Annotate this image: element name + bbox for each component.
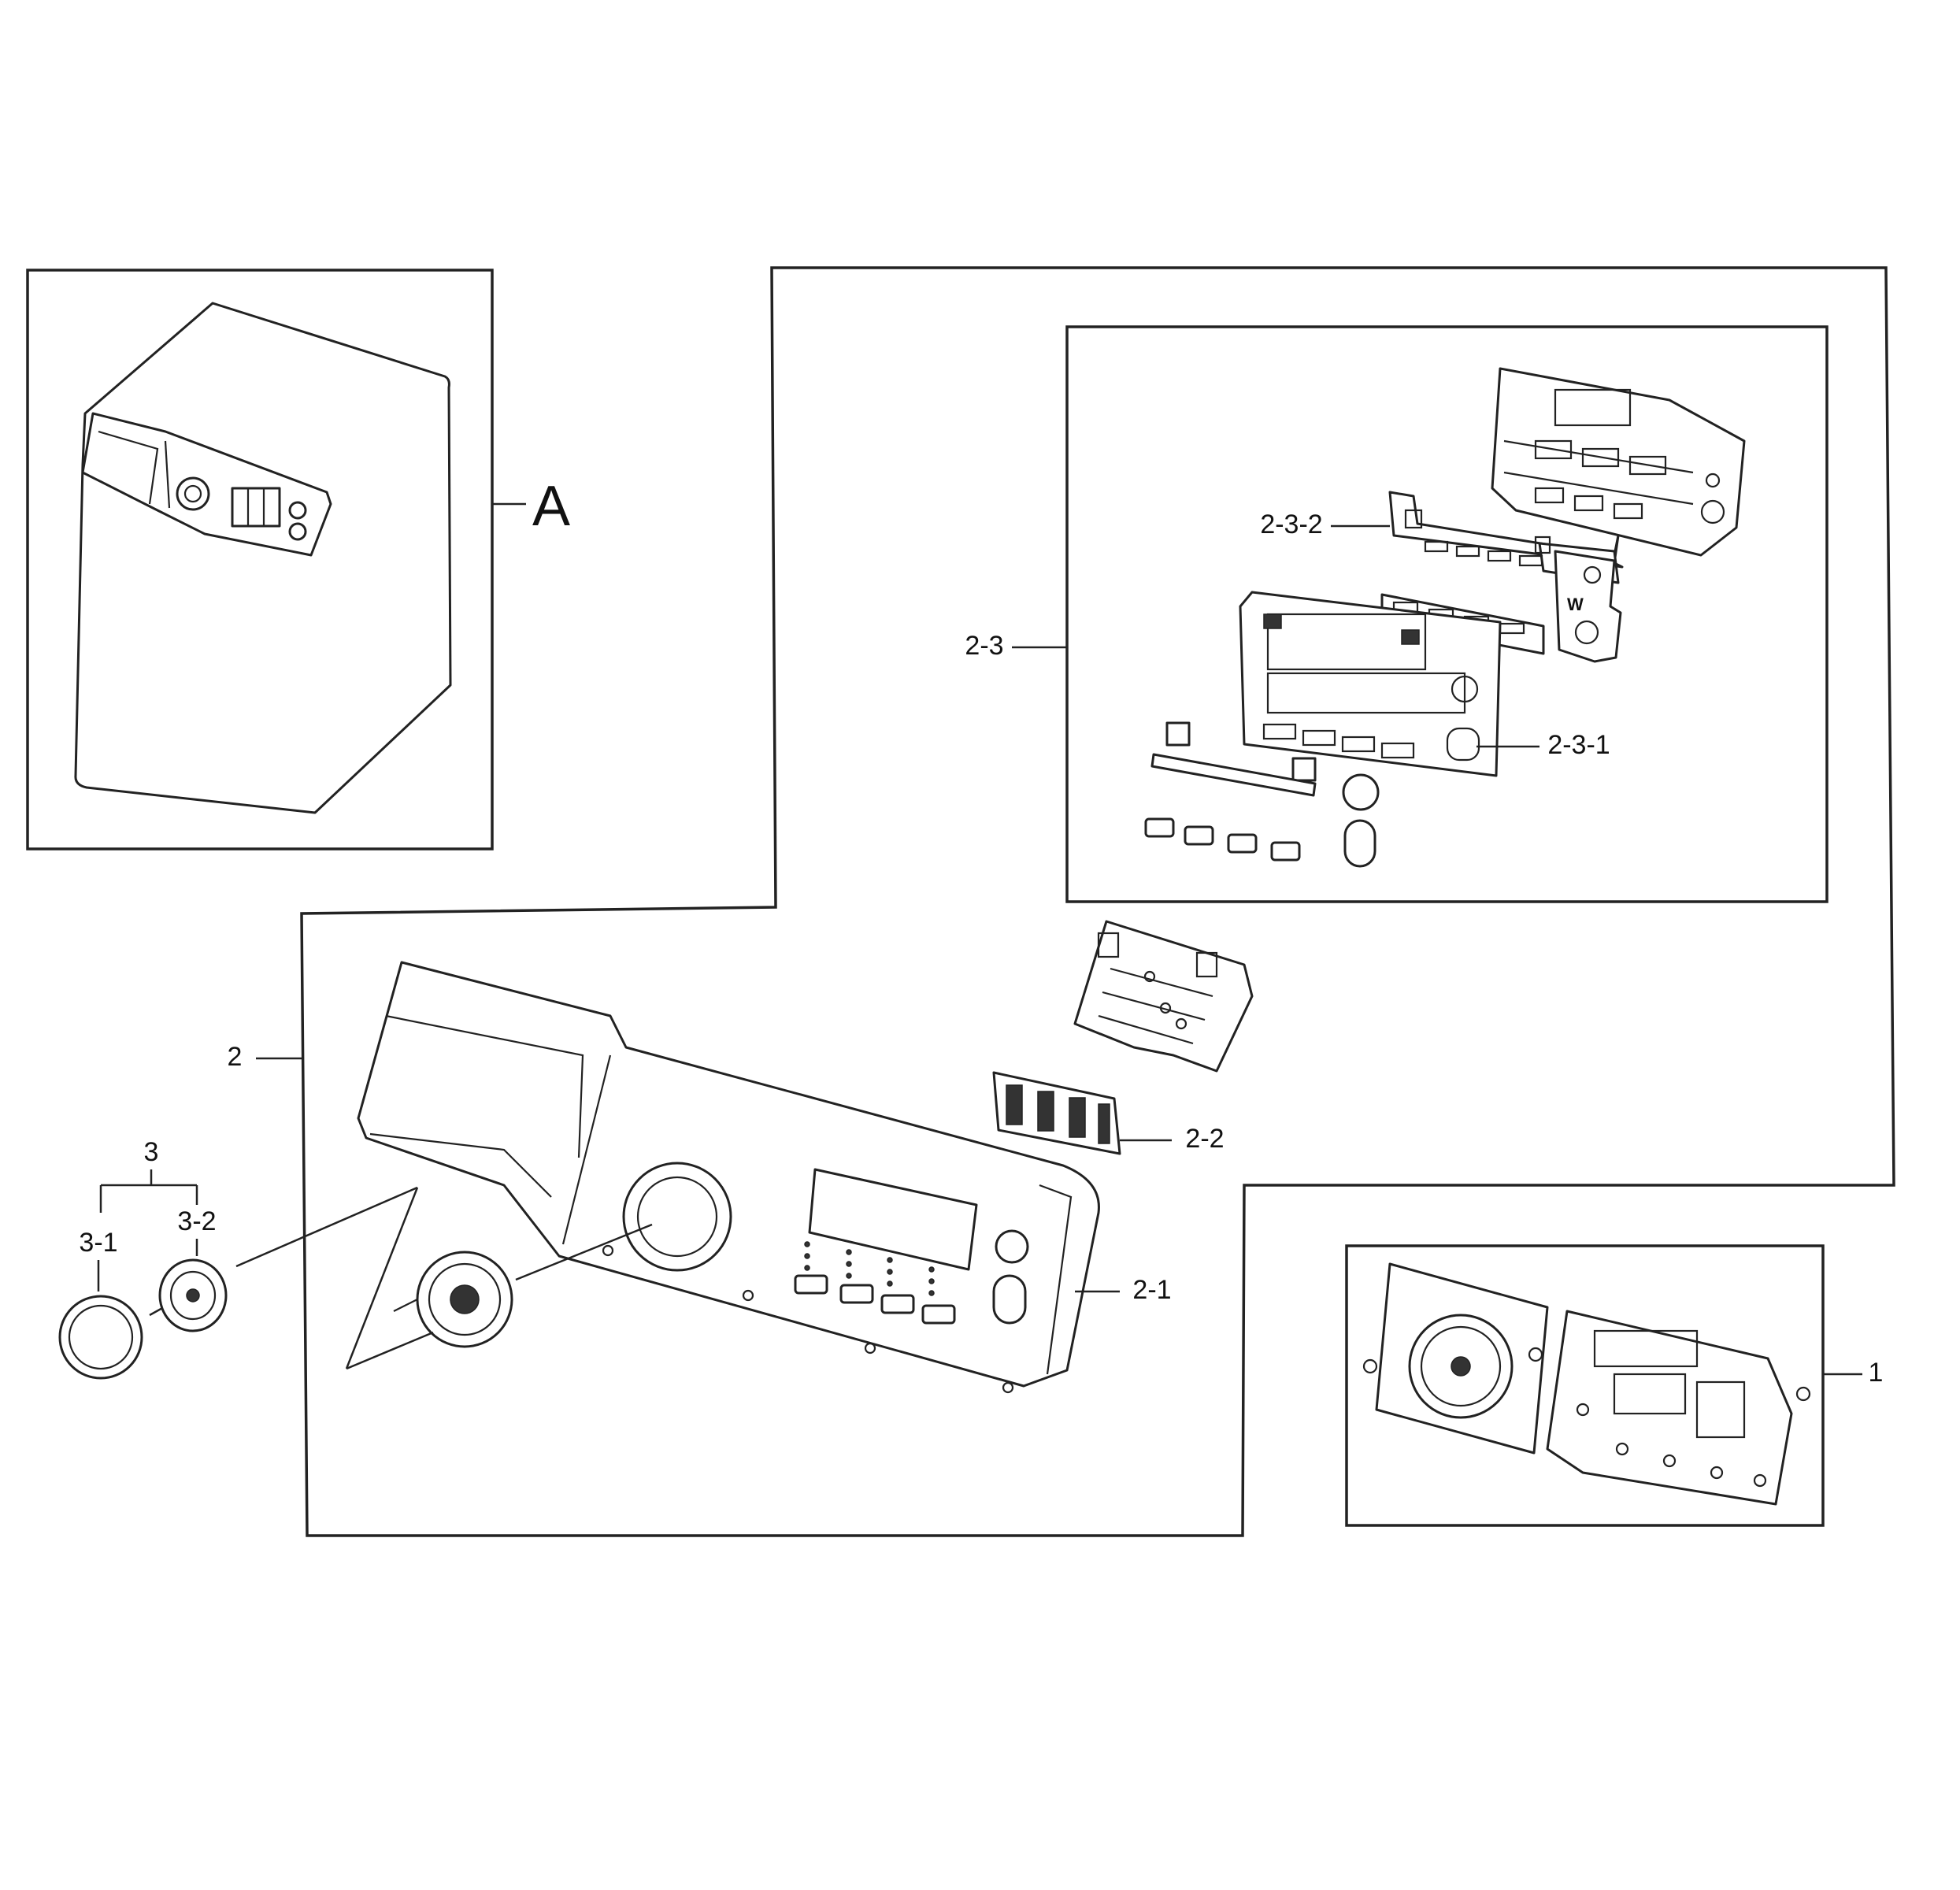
display-window-frame [1239,591,1502,777]
label-2-1: 2-1 [1132,1275,1171,1305]
label-3: 3 [144,1137,159,1167]
part-3-knob-assembly: 3 3-1 3-2 [58,1137,228,1380]
washer-body [74,302,452,814]
w-mark: W [1567,595,1584,614]
dial-ring [622,1162,732,1272]
knob-cap [58,1295,143,1380]
label-1: 1 [1869,1358,1884,1388]
overview-panel-a: A [26,269,570,850]
label-3-1: 3-1 [79,1228,117,1258]
part-2-1-control-panel: 2-1 [357,961,1172,1394]
indicator-dots [804,1241,935,1296]
label-2: 2 [228,1042,243,1072]
main-board [1546,1310,1793,1506]
sub-pcb-plate [1554,550,1622,663]
label-3-2: 3-2 [177,1206,216,1236]
label-2-3: 2-3 [965,631,1003,661]
part-rotary-knob [149,1186,653,1370]
display-window [808,1168,978,1271]
assembly-panel-2: 2 [228,266,1895,1537]
label-2-3-2: 2-3-2 [1260,510,1322,539]
label-2-2: 2-2 [1185,1124,1224,1154]
subassembly-panel-2-3: 2-3 2-3-2 W [965,325,1828,903]
part-pcb-assembly [1073,920,1254,1073]
label-A: A [532,475,570,538]
part-2-2-button-grid: 2-2 [992,1071,1225,1155]
label-2-3-1: 2-3-1 [1547,730,1610,760]
assembly-panel-1: 1 [1345,1244,1884,1527]
